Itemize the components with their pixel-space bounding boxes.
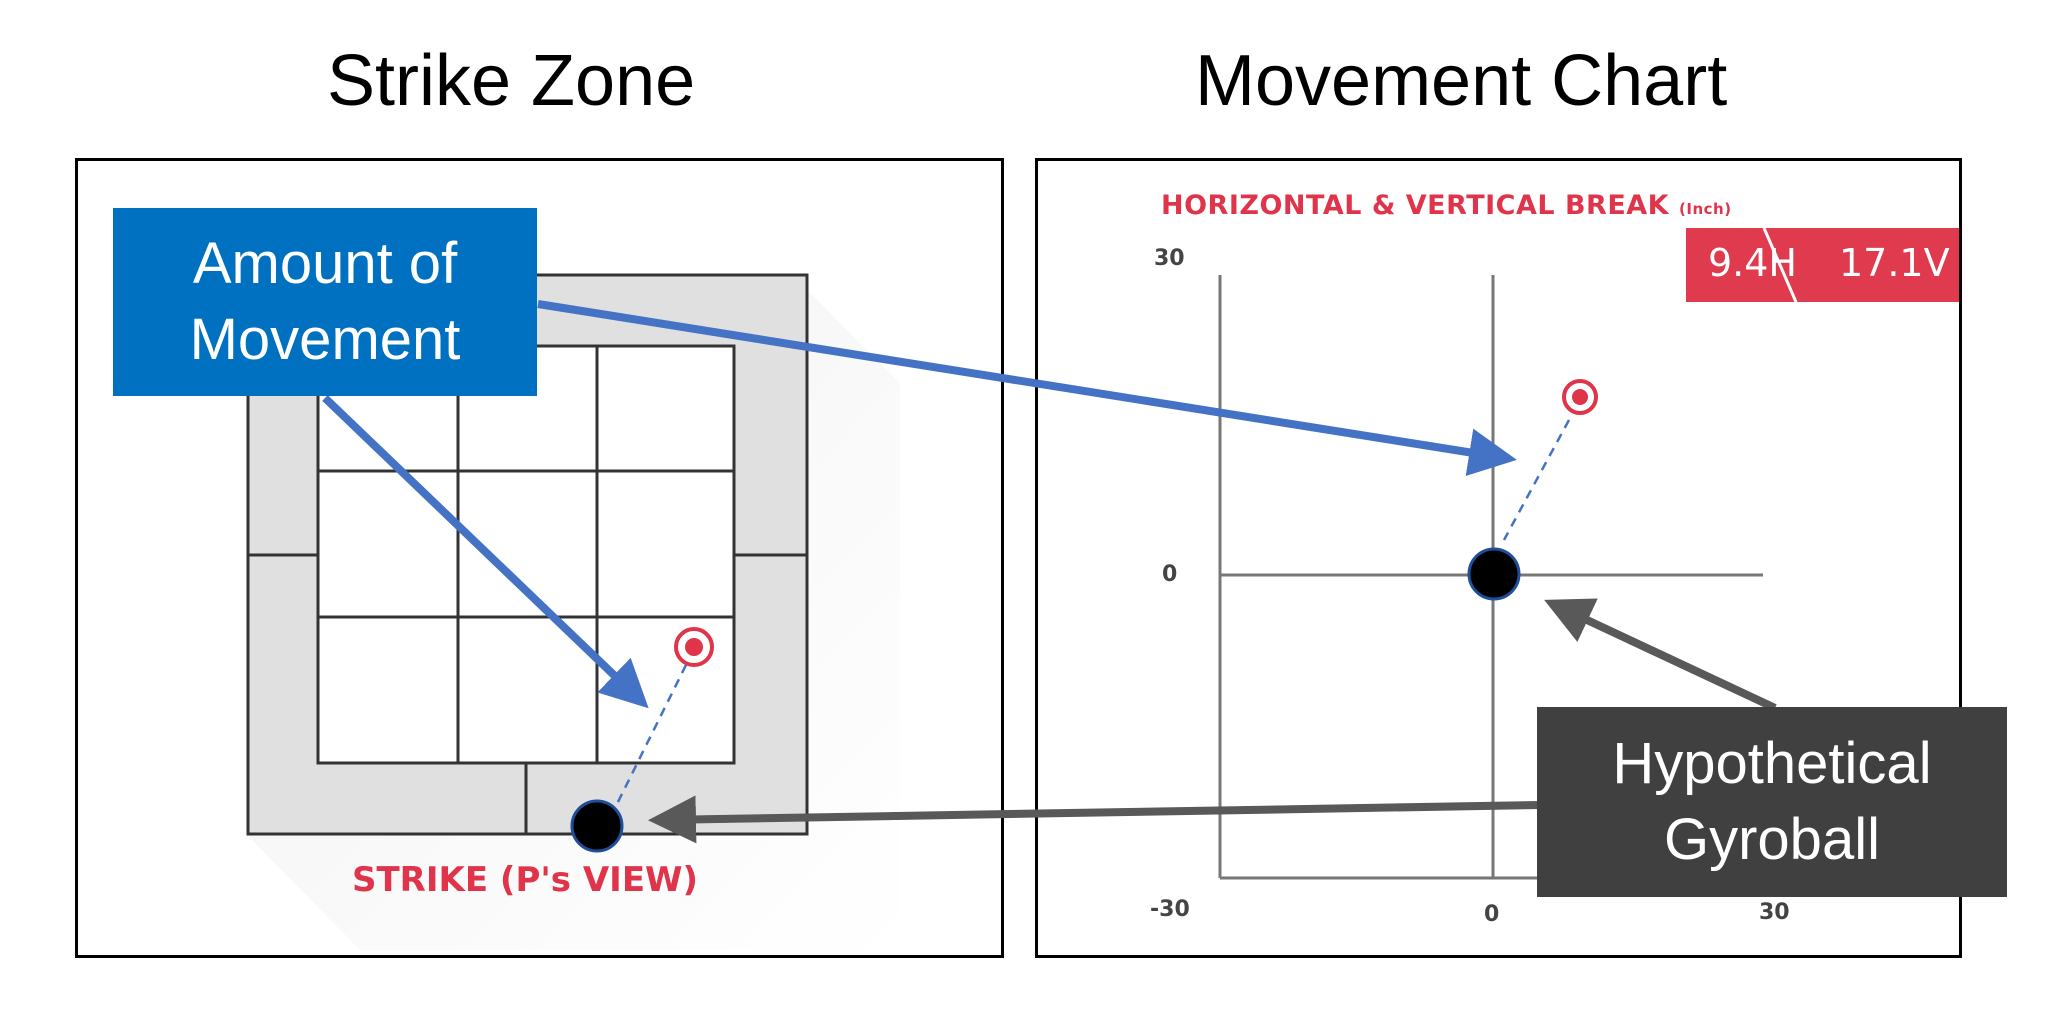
callout-gyroball-line2: Gyroball [1664, 807, 1880, 872]
strike-zone-shadow [246, 290, 900, 950]
movement-chart-movement-line [1502, 419, 1571, 541]
movement-chart-target-icon [1562, 379, 1598, 415]
strike-zone-grid [318, 346, 734, 763]
x-tick-right: 30 [1759, 900, 1790, 925]
movement-chart-title: Movement Chart [1195, 41, 1728, 121]
y-tick-top: 30 [1154, 246, 1185, 271]
callout-movement-line1: Amount of [192, 231, 458, 296]
strike-zone-movement-line [612, 664, 688, 811]
strike-zone-gyroball-icon [570, 799, 624, 853]
movement-arrow-to-chart [537, 300, 1517, 477]
vertical-break-value: 17.1V [1839, 241, 1950, 285]
horizontal-break-value: 9.4H [1708, 241, 1798, 285]
callout-gyroball-line1: Hypothetical [1612, 731, 1932, 796]
amount-of-movement-callout: Amount of Movement [113, 208, 537, 396]
strike-zone-frame [246, 273, 809, 836]
x-tick-zero: 0 [1484, 902, 1500, 927]
movement-chart-heading-text: HORIZONTAL & VERTICAL BREAK [1161, 190, 1670, 221]
strike-zone-label: STRIKE (P's VIEW) [352, 860, 699, 900]
badge-divider-icon [1762, 228, 1798, 302]
movement-chart-gyroball-icon [1467, 547, 1521, 601]
movement-arrow-to-zone [322, 395, 649, 709]
hypothetical-gyroball-callout: Hypothetical Gyroball [1537, 707, 2007, 897]
callout-movement-line2: Movement [189, 307, 461, 372]
strike-zone-title: Strike Zone [327, 41, 696, 121]
break-values-badge: 9.4H 17.1V [1686, 228, 1959, 302]
gyroball-arrow-to-chart [1544, 598, 1777, 712]
movement-chart-heading-unit: (Inch) [1679, 200, 1732, 218]
x-tick-left: -30 [1150, 897, 1190, 922]
movement-chart-heading: HORIZONTAL & VERTICAL BREAK (Inch) [1161, 190, 1732, 221]
strike-zone-target-icon [674, 627, 714, 667]
y-tick-zero: 0 [1162, 562, 1178, 587]
gyroball-arrow-to-zone [648, 795, 1541, 844]
